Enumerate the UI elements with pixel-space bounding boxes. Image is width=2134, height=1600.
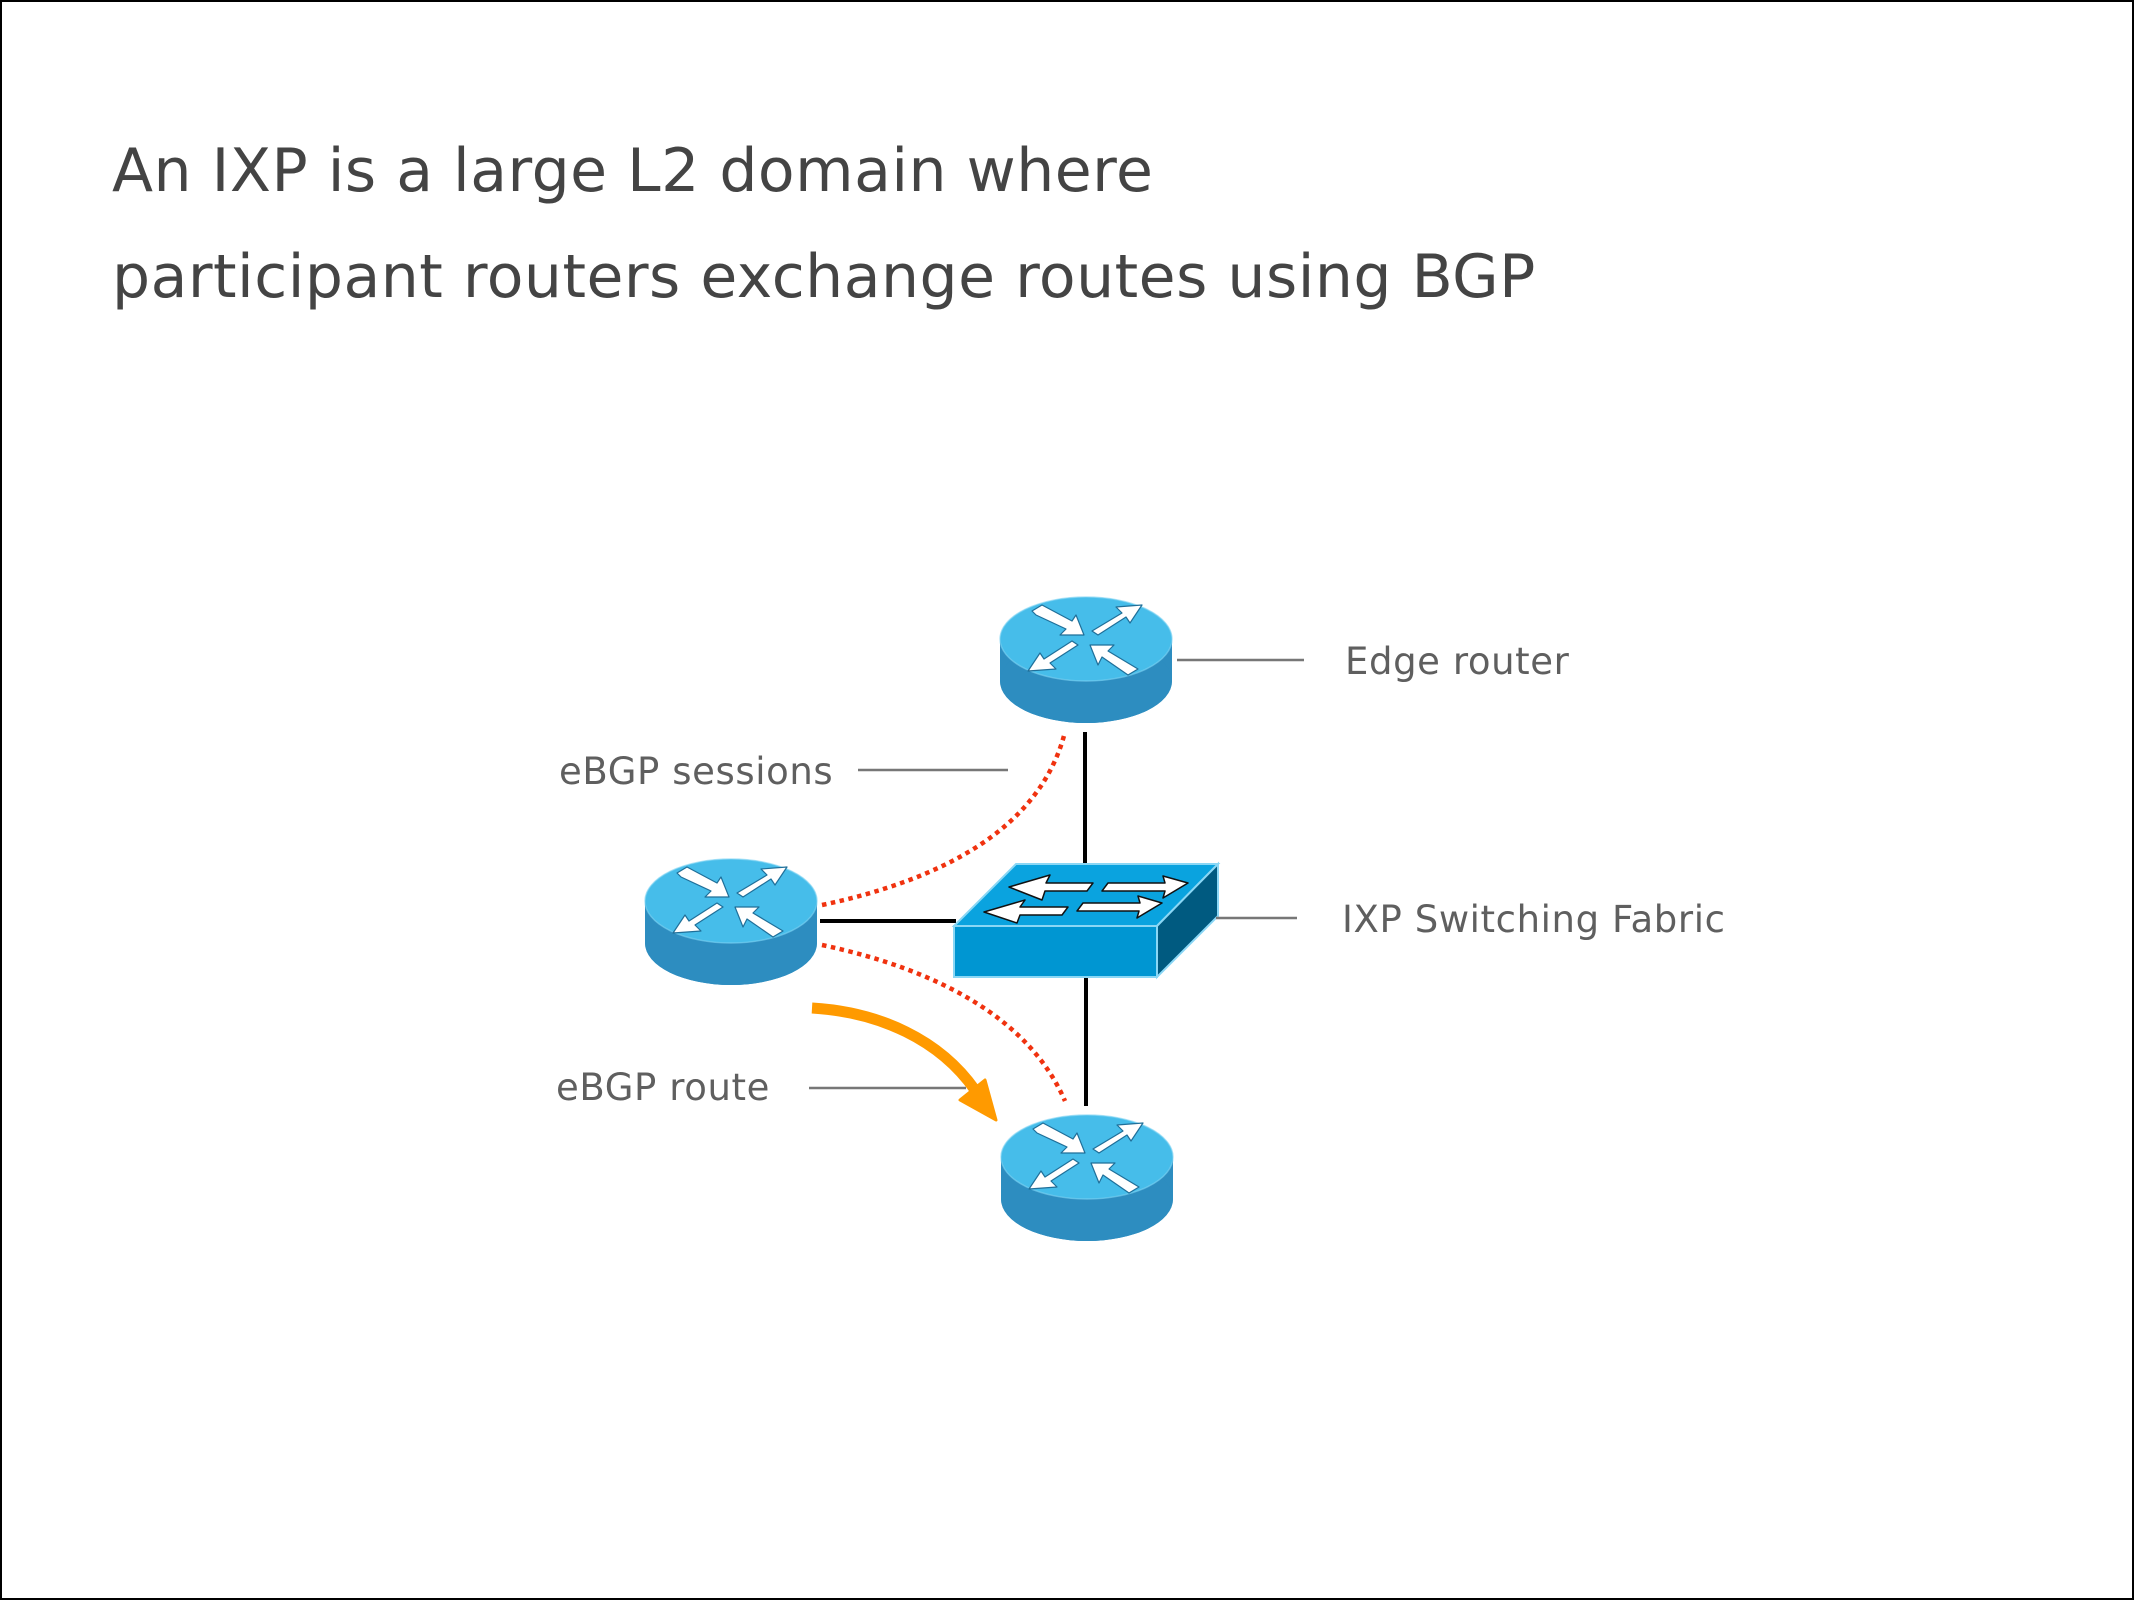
- ebgp-route-arrow: [811, 1002, 980, 1094]
- bottom-router-icon: [1000, 1114, 1174, 1242]
- ebgp-session-left-top: [821, 731, 1068, 908]
- edge-router-label: Edge router: [1345, 640, 1570, 683]
- ebgp-sessions-label: eBGP sessions: [559, 750, 833, 793]
- switching-fabric-label: IXP Switching Fabric: [1342, 898, 1726, 941]
- ixp-switch-icon: [951, 861, 1221, 980]
- left-router-icon: [644, 858, 818, 986]
- ebgp-route-arrowhead: [958, 1078, 998, 1122]
- ebgp-route-label: eBGP route: [556, 1066, 770, 1109]
- title-line-1: An IXP is a large L2 domain where: [112, 136, 1154, 206]
- ebgp-session-left-bottom: [821, 942, 1068, 1102]
- title-line-2: participant routers exchange routes usin…: [112, 242, 1536, 312]
- slide-title: An IXP is a large L2 domain where partic…: [112, 118, 1536, 330]
- edge-router-icon: [999, 596, 1173, 724]
